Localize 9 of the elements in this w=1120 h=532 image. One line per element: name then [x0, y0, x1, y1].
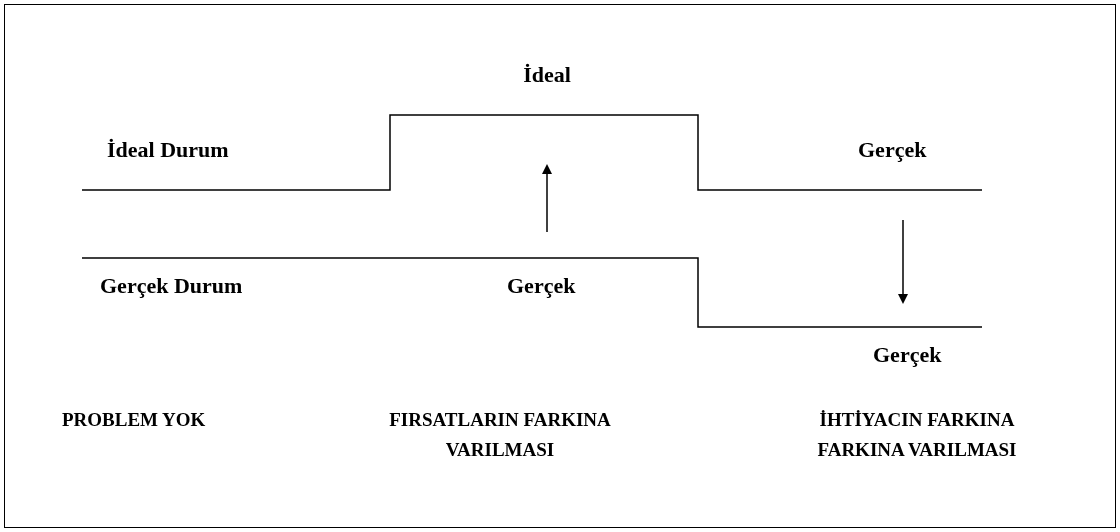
situation-caption: İHTİYACIN FARKINA FARKINA VARILMASI [816, 408, 1018, 462]
situation-caption: PROBLEM YOK [62, 408, 206, 432]
situation-caption: FIRSATLARIN FARKINA VARILMASI [388, 408, 612, 462]
line-label: İdeal Durum [107, 136, 229, 164]
line-label: Gerçek [507, 272, 576, 300]
line-label: Gerçek Durum [100, 272, 243, 300]
line-label: İdeal [522, 61, 572, 89]
line-label: Gerçek [873, 341, 942, 369]
line-label: Gerçek [858, 136, 927, 164]
